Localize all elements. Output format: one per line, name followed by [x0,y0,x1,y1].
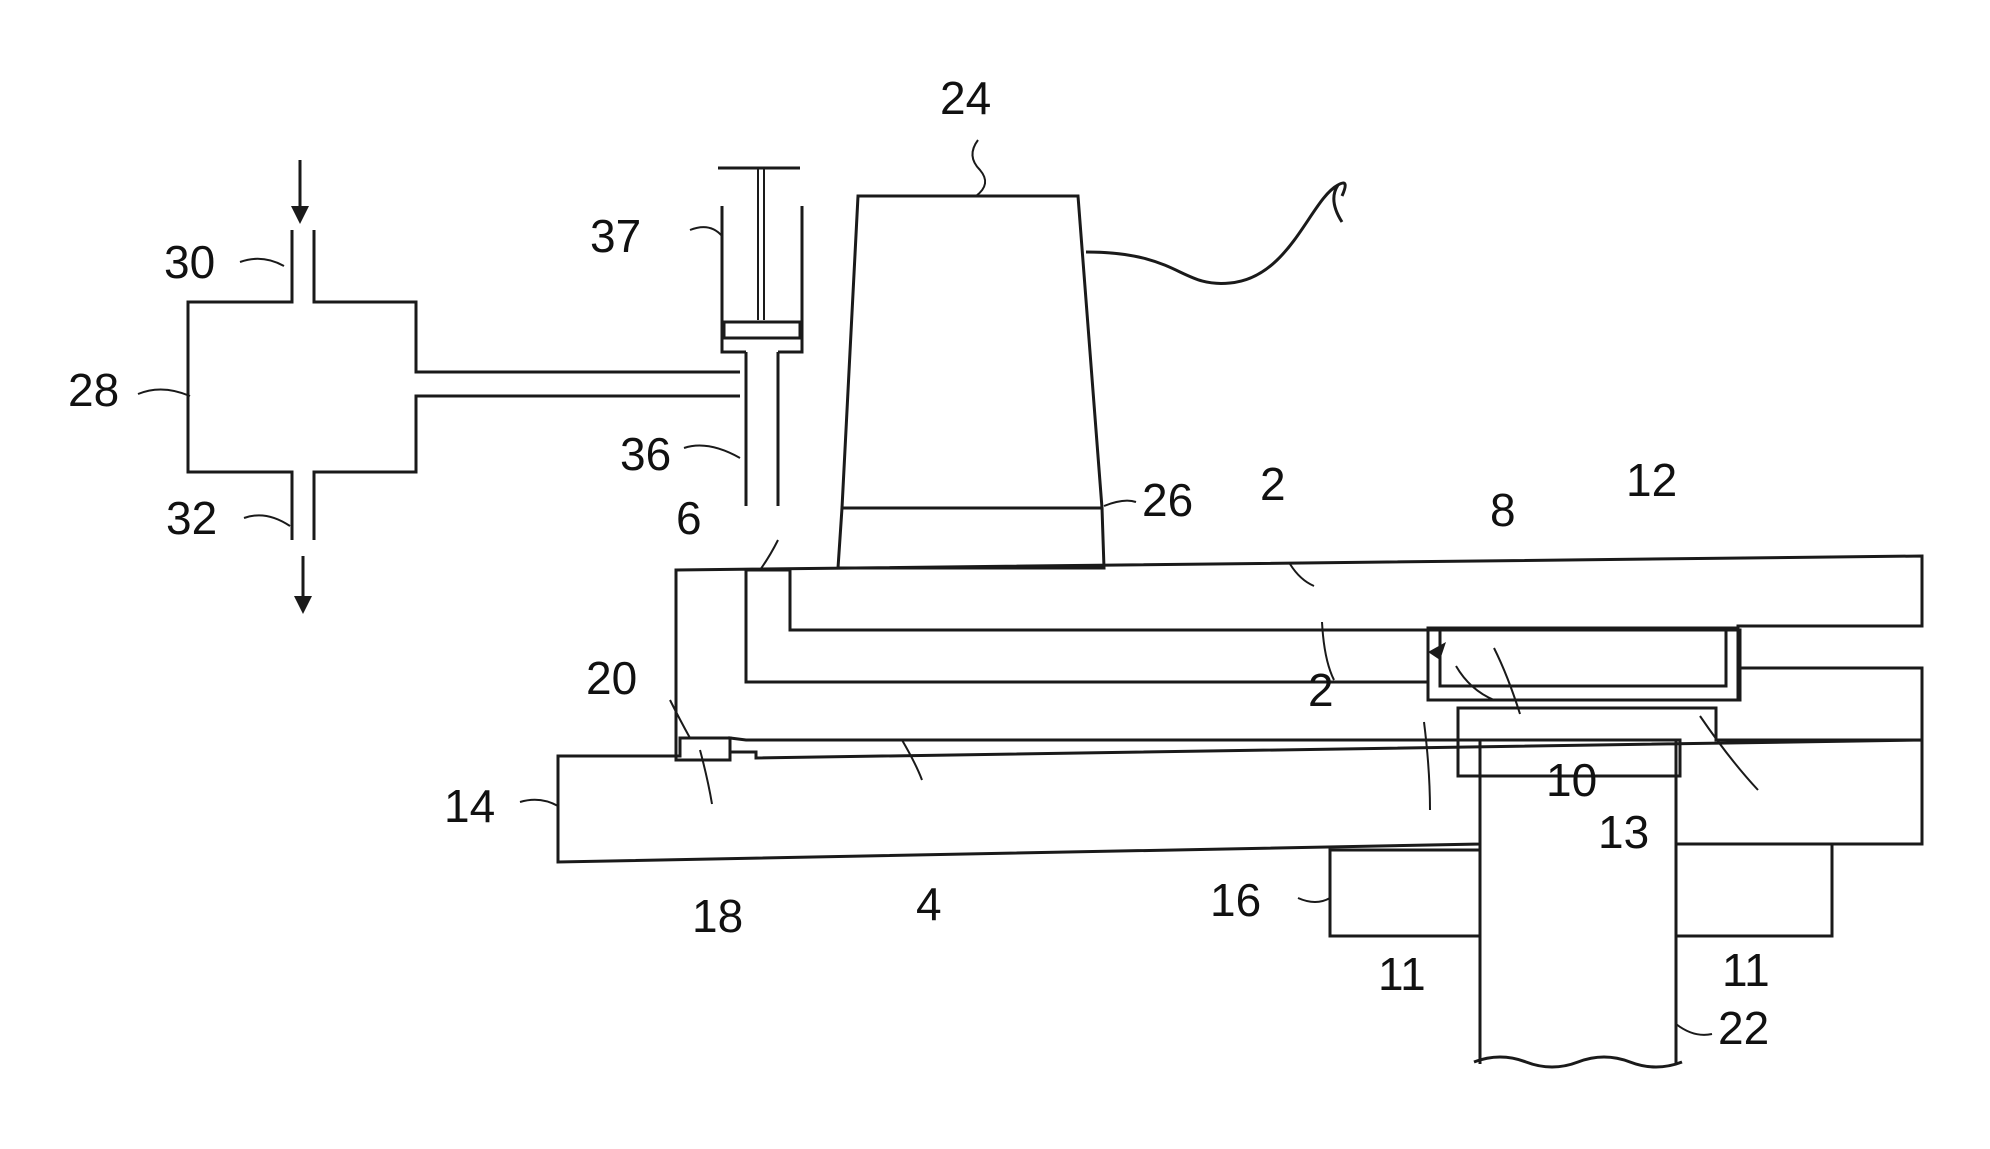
label-30: 30 [164,236,215,288]
label-11-right: 11 [1722,944,1770,996]
label-12: 12 [1626,454,1677,506]
valve-seat-arrow [1428,642,1446,660]
label-14: 14 [444,780,495,832]
label-18: 18 [692,890,743,942]
label-2-top: 2 [1260,458,1286,510]
clamp-left [1330,850,1480,936]
actuator-body [842,196,1102,508]
piezo-layer [838,508,1104,568]
label-20: 20 [586,652,637,704]
label-8: 8 [1490,484,1516,536]
label-10: 10 [1546,754,1597,806]
label-6: 6 [676,492,702,544]
syringe [718,168,802,352]
label-28: 28 [68,364,119,416]
label-11-left: 11 [1378,948,1426,1000]
inlet-arrow [291,160,309,224]
label-26: 26 [1142,474,1193,526]
label-4: 4 [916,878,942,930]
label-16: 16 [1210,874,1261,926]
label-36: 36 [620,428,671,480]
label-13: 13 [1598,806,1649,858]
outlet-arrow [294,556,312,614]
leader-lines [138,140,1758,1035]
label-22: 22 [1718,1002,1769,1054]
clamp-right [1676,844,1832,936]
chamber [188,230,740,540]
label-32: 32 [166,492,217,544]
label-37: 37 [590,210,641,262]
label-2-bottom: 2 [1308,664,1334,716]
glass-body [676,556,1922,760]
label-24: 24 [940,72,991,124]
needle [746,352,790,506]
actuator-cable [1086,183,1345,283]
